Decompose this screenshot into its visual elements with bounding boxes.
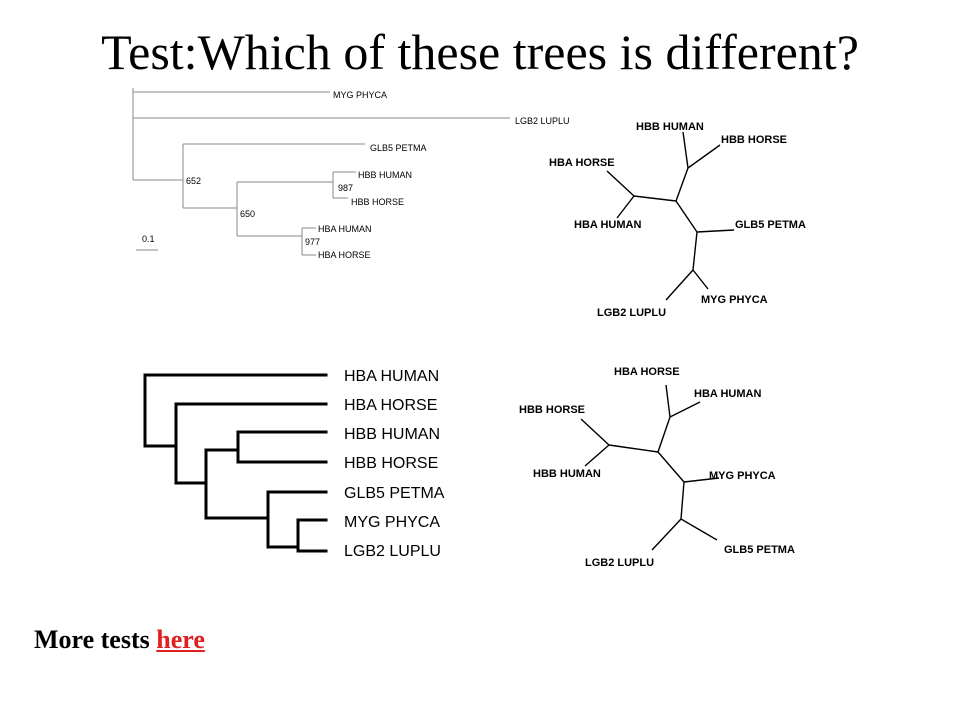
tree-c-label-hbb-human: HBB HUMAN bbox=[344, 426, 440, 443]
tree-b-label-glb5: GLB5 PETMA bbox=[735, 219, 806, 231]
here-link[interactable]: here bbox=[156, 625, 205, 654]
tree-d-label-lgb2: LGB2 LUPLU bbox=[585, 557, 654, 569]
tree-a-label-glb5: GLB5 PETMA bbox=[370, 143, 427, 153]
tree-d-label-glb5: GLB5 PETMA bbox=[724, 544, 795, 556]
tree-c-label-glb5: GLB5 PETMA bbox=[344, 485, 445, 502]
tree-a-label-lgb2: LGB2 LUPLU bbox=[515, 116, 570, 126]
tree-a-label-hba-horse: HBA HORSE bbox=[318, 250, 371, 260]
tree-b-labels: HBB HUMAN HBB HORSE HBA HORSE HBA HUMAN … bbox=[549, 121, 806, 319]
tree-d-labels: HBA HORSE HBA HUMAN HBB HORSE HBB HUMAN … bbox=[519, 366, 795, 569]
tree-b-label-hbb-horse: HBB HORSE bbox=[721, 134, 787, 146]
tree-c-label-myg: MYG PHYCA bbox=[344, 514, 440, 531]
tree-a-bootstrap-652: 652 bbox=[186, 176, 201, 186]
tree-a-bootstrap-987: 987 bbox=[338, 183, 353, 193]
tree-a-label-hba-human: HBA HUMAN bbox=[318, 224, 372, 234]
tree-d-label-hbb-human: HBB HUMAN bbox=[533, 468, 601, 480]
tree-a-bootstrap-650: 650 bbox=[240, 209, 255, 219]
tree-c-label-hba-horse: HBA HORSE bbox=[344, 397, 437, 414]
footer-text: More tests bbox=[34, 625, 157, 654]
tree-c bbox=[143, 373, 328, 553]
footer-more-tests: More tests here bbox=[34, 624, 205, 656]
tree-d-label-myg: MYG PHYCA bbox=[709, 470, 776, 482]
tree-a-scale-label: 0.1 bbox=[142, 234, 155, 244]
tree-a-label-hbb-human: HBB HUMAN bbox=[358, 170, 412, 180]
slide-title: Test:Which of these trees is different? bbox=[101, 24, 859, 80]
tree-a bbox=[132, 88, 510, 256]
tree-b-label-lgb2: LGB2 LUPLU bbox=[597, 307, 666, 319]
tree-a-labels: MYG PHYCA LGB2 LUPLU GLB5 PETMA HBB HUMA… bbox=[142, 90, 570, 260]
tree-c-label-lgb2: LGB2 LUPLU bbox=[344, 543, 441, 560]
tree-a-bootstrap-977: 977 bbox=[305, 237, 320, 247]
tree-c-label-hbb-horse: HBB HORSE bbox=[344, 455, 438, 472]
tree-d bbox=[580, 384, 720, 551]
tree-b-label-myg: MYG PHYCA bbox=[701, 294, 768, 306]
tree-b bbox=[606, 131, 735, 301]
tree-a-label-hbb-horse: HBB HORSE bbox=[351, 197, 404, 207]
tree-b-label-hba-horse: HBA HORSE bbox=[549, 157, 615, 169]
tree-d-label-hba-horse: HBA HORSE bbox=[614, 366, 680, 378]
tree-b-label-hbb-human: HBB HUMAN bbox=[636, 121, 704, 133]
tree-a-label-myg: MYG PHYCA bbox=[333, 90, 387, 100]
tree-b-label-hba-human: HBA HUMAN bbox=[574, 219, 641, 231]
tree-c-labels: HBA HUMAN HBA HORSE HBB HUMAN HBB HORSE … bbox=[344, 368, 445, 560]
tree-c-label-hba-human: HBA HUMAN bbox=[344, 368, 439, 385]
tree-d-label-hba-human: HBA HUMAN bbox=[694, 388, 761, 400]
tree-d-label-hbb-horse: HBB HORSE bbox=[519, 404, 585, 416]
